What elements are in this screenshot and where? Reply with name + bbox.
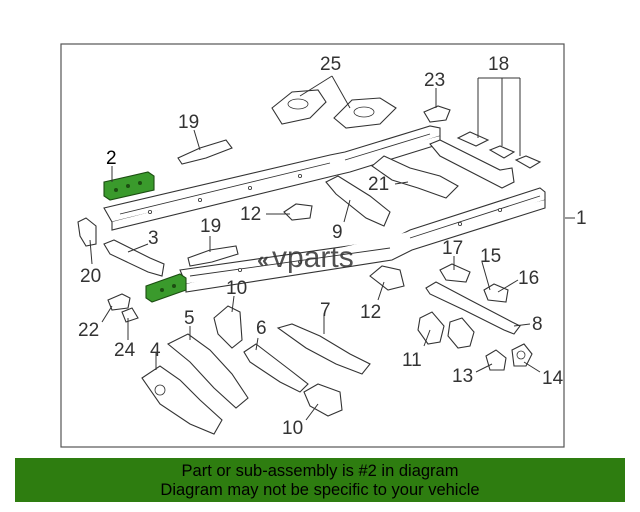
part-24 (121, 307, 139, 323)
part-11-b (447, 317, 475, 349)
callout-10-upper: 10 (226, 278, 247, 299)
part-17 (439, 263, 471, 283)
banner-line-1: Part or sub-assembly is #2 in diagram (181, 462, 459, 480)
callout-6: 6 (256, 318, 267, 339)
part-6 (243, 343, 309, 393)
part-10-lower (303, 383, 343, 417)
callout-12-upper: 12 (240, 204, 261, 225)
banner-line-2: Diagram may not be specific to your vehi… (160, 481, 480, 499)
callout-24: 24 (114, 340, 136, 361)
callout-25: 25 (320, 54, 341, 75)
frame-rail-assembly (103, 125, 546, 293)
leader-lines (89, 75, 575, 421)
part-12-upper (283, 203, 313, 221)
part-20 (77, 217, 97, 247)
callout-2: 2 (106, 148, 117, 169)
part-25-brackets (271, 89, 397, 129)
callout-22: 22 (78, 320, 99, 341)
callout-17: 17 (442, 238, 463, 259)
part-5 (166, 333, 249, 409)
part-19-upper (177, 139, 233, 165)
part-4 (141, 365, 223, 435)
callout-19-lower: 19 (200, 216, 221, 237)
callout-3: 3 (148, 228, 159, 249)
callout-7: 7 (320, 300, 331, 321)
part-2-upper-highlight[interactable] (103, 171, 155, 201)
callout-10-lower: 10 (282, 418, 303, 439)
part-3 (103, 239, 165, 277)
part-8-crossmember (425, 281, 521, 335)
callout-23: 23 (424, 70, 445, 91)
part-10-upper (213, 305, 243, 349)
watermark-prefix: « (257, 247, 269, 272)
callout-16: 16 (518, 268, 539, 289)
callout-8: 8 (532, 314, 543, 335)
part-9-crossmember (325, 175, 391, 227)
part-7 (276, 323, 371, 375)
callout-labels: 25 23 18 19 2 21 12 9 1 19 3 20 17 15 16… (78, 54, 587, 439)
callout-12-lower: 12 (360, 302, 381, 323)
part-22 (107, 293, 131, 311)
callout-21: 21 (368, 174, 389, 195)
vparts-watermark: « vparts (257, 241, 354, 274)
notice-banner: Part or sub-assembly is #2 in diagram Di… (15, 458, 625, 502)
callout-4: 4 (150, 340, 161, 361)
callout-13: 13 (452, 366, 473, 387)
callout-1: 1 (576, 208, 587, 229)
part-11 (417, 311, 445, 345)
callout-11: 11 (402, 350, 422, 371)
callout-18: 18 (488, 54, 509, 75)
callout-20: 20 (80, 266, 101, 287)
callout-15: 15 (480, 246, 501, 267)
part-2-lower-highlight[interactable] (145, 273, 187, 303)
callout-9: 9 (332, 222, 343, 243)
callout-5: 5 (184, 308, 195, 329)
part-18-crossmember (429, 131, 542, 189)
watermark-text: vparts (272, 241, 354, 274)
callout-14: 14 (542, 368, 564, 389)
part-12-lower (369, 265, 405, 291)
callout-19-upper: 19 (178, 112, 199, 133)
